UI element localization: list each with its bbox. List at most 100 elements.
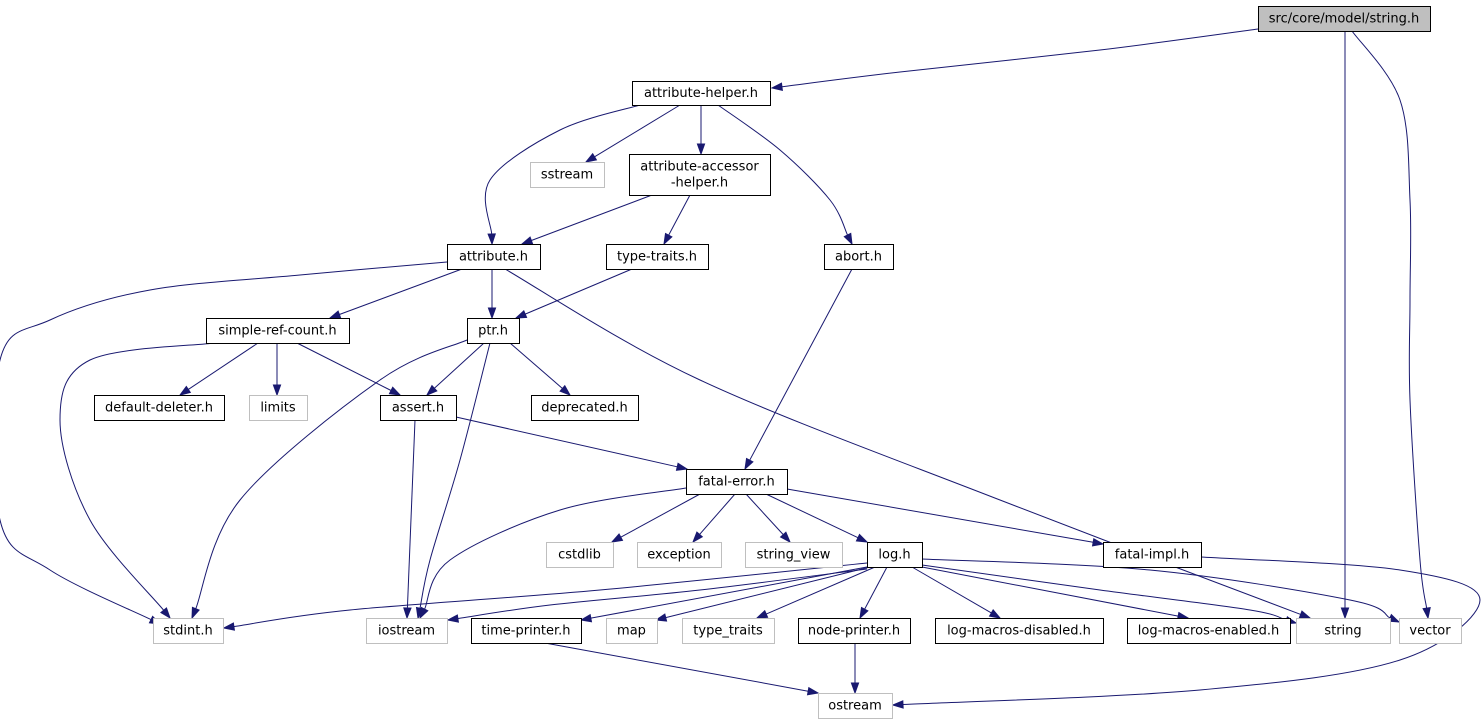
node-label: log-macros-disabled.h (947, 624, 1091, 639)
edge-line (455, 416, 678, 468)
node-label: string_view (757, 548, 831, 563)
edge-line (620, 493, 701, 538)
node-simple-ref-count-h[interactable]: simple-ref-count.h (206, 318, 350, 344)
edge-arrowhead (850, 682, 860, 695)
node-attribute-accessor-helper-h[interactable]: attribute-accessor-helper.h (629, 154, 771, 196)
edge-line (786, 488, 1094, 543)
node-label: map (617, 624, 646, 639)
node-fatal-error-h[interactable]: fatal-error.h (686, 469, 788, 495)
node-label: attribute-helper.h (644, 86, 758, 101)
edge-line (339, 268, 463, 315)
node-label: fatal-error.h (698, 475, 775, 490)
edge-arrowhead (425, 384, 438, 396)
edge-fatal-error-h-to-fatal-impl-h (786, 488, 1105, 547)
edge-string-h-to-string (1340, 31, 1350, 620)
node-box (94, 395, 225, 421)
node-box (798, 618, 911, 644)
node-label: stdint.h (163, 624, 212, 639)
edge-fatal-error-h-to-exception (692, 493, 736, 544)
edge-log-h-to-vector (921, 558, 1401, 623)
edge-arrowhead (1091, 537, 1105, 547)
node-label: string (1324, 624, 1361, 639)
node-attribute-helper-h[interactable]: attribute-helper.h (632, 81, 771, 106)
edge-attribute-h-to-simple-ref-count-h (328, 268, 463, 319)
edge-line (504, 268, 1301, 615)
edge-ptr-h-to-iostream (415, 342, 491, 620)
edge-line (921, 566, 1179, 617)
node-box (606, 244, 709, 270)
nodes-layer: src/core/model/string.h attribute-helper.… (94, 6, 1462, 719)
node-label: log.h (878, 548, 910, 563)
edge-arrowhead (610, 533, 624, 543)
edge-arrowhead (675, 462, 689, 471)
edge-arrowhead (446, 614, 460, 623)
edge-arrowhead (692, 531, 704, 544)
node-ostream: ostream (818, 693, 893, 719)
edge-log-h-to-log-macros-disabled-h (911, 566, 1002, 619)
node-attribute-h[interactable]: attribute.h (447, 244, 541, 270)
edge-arrowhead (487, 233, 496, 246)
node-label: ostream (828, 699, 882, 714)
node-box (153, 618, 224, 644)
node-stdint-h: stdint.h (153, 618, 224, 644)
node-label: iostream (378, 624, 435, 639)
node-label: sstream (541, 168, 593, 183)
edge-attribute-helper-h-to-attribute-h (484, 104, 641, 246)
edge-arrowhead (755, 609, 769, 619)
node-assert-h[interactable]: assert.h (380, 395, 457, 421)
edge-ptr-h-to-deprecated-h (509, 342, 572, 396)
node-label: abort.h (835, 250, 882, 265)
edges-layer (0, 28, 1481, 709)
edge-string-h-to-vector (1351, 30, 1431, 620)
node-box (686, 469, 788, 495)
edge-log-h-to-stdint-h (222, 562, 868, 631)
edge-line (911, 566, 992, 614)
edge-line (457, 568, 868, 620)
edge-line (406, 419, 416, 609)
edge-arrowhead (222, 622, 236, 631)
edge-arrowhead (328, 310, 342, 319)
node-label: attribute.h (459, 250, 528, 265)
edge-attribute-h-to-string (504, 268, 1312, 619)
node-default-deleter-h[interactable]: default-deleter.h (94, 395, 225, 421)
edge-log-h-to-time-printer-h (579, 566, 868, 623)
edge-arrowhead (855, 533, 869, 543)
node-sstream: sstream (530, 162, 605, 188)
edge-line (233, 562, 868, 628)
node-label: type-traits.h (617, 250, 697, 265)
edge-attribute-h-to-stdint-h (0, 261, 448, 625)
node-node-printer-h[interactable]: node-printer.h (798, 618, 911, 644)
edge-line (745, 493, 784, 535)
node-label: simple-ref-count.h (218, 324, 336, 339)
node-log-macros-disabled-h[interactable]: log-macros-disabled.h (935, 618, 1104, 644)
edge-arrowhead (584, 152, 598, 163)
node-box (824, 244, 894, 270)
node-log-macros-enabled-h[interactable]: log-macros-enabled.h (1127, 618, 1291, 644)
edge-arrowhead (859, 606, 869, 620)
node-box (745, 542, 843, 568)
edge-arrowhead (663, 232, 673, 246)
edge-arrowhead (744, 457, 754, 471)
node-fatal-impl-h[interactable]: fatal-impl.h (1103, 542, 1202, 568)
node-string-h[interactable]: src/core/model/string.h (1258, 6, 1431, 32)
edge-arrowhead (419, 606, 429, 620)
edge-arrowhead (520, 236, 534, 245)
edge-line (594, 104, 681, 158)
edge-line (484, 104, 641, 235)
edge-fatal-error-h-to-cstdlib (610, 493, 701, 543)
node-box (530, 162, 605, 188)
node-time-printer-h[interactable]: time-printer.h (471, 618, 582, 644)
node-box (606, 618, 658, 644)
node-abort-h[interactable]: abort.h (824, 244, 894, 270)
edge-arrowhead (388, 386, 402, 396)
node-deprecated-h[interactable]: deprecated.h (531, 395, 639, 421)
edge-line (921, 564, 1287, 621)
edge-arrowhead (514, 309, 528, 319)
edge-line (665, 566, 871, 619)
node-type-traits-h[interactable]: type-traits.h (606, 244, 709, 270)
node-log-h[interactable]: log.h (867, 542, 923, 568)
node-box (531, 395, 639, 421)
edge-attribute-accessor-helper-h-to-type-traits-h (663, 194, 691, 246)
node-ptr-h[interactable]: ptr.h (467, 318, 520, 344)
